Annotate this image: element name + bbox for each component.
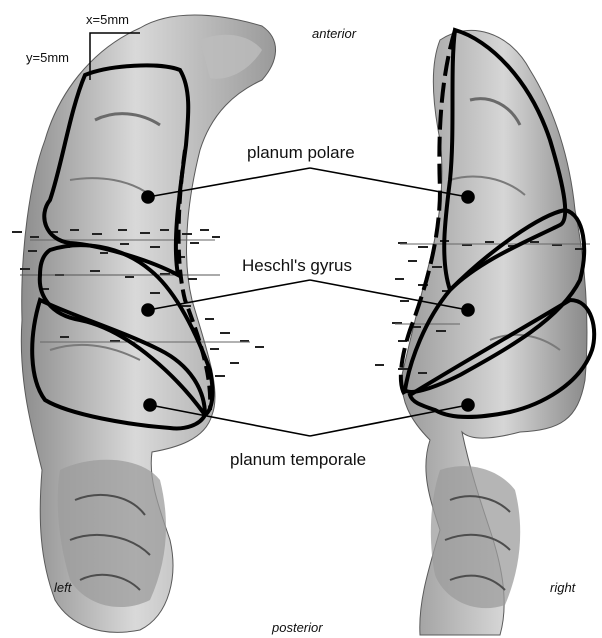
right-hemisphere-surface bbox=[402, 30, 587, 635]
right-planum-polare-dot bbox=[462, 191, 474, 203]
left-planum-polare-dot bbox=[142, 191, 154, 203]
planum-polare-label: planum polare bbox=[247, 143, 355, 162]
right-planum-temporale-dot bbox=[462, 399, 474, 411]
left-heschls-gyrus-dot bbox=[142, 304, 154, 316]
scale-x-label: x=5mm bbox=[86, 12, 129, 27]
scale-y-label: y=5mm bbox=[26, 50, 69, 65]
planum-temporale-label: planum temporale bbox=[230, 450, 366, 469]
left-label: left bbox=[54, 580, 73, 595]
anterior-label: anterior bbox=[312, 26, 357, 41]
right-heschls-gyrus-dot bbox=[462, 304, 474, 316]
left-planum-temporale-dot bbox=[144, 399, 156, 411]
heschls-gyrus-label: Heschl's gyrus bbox=[242, 256, 352, 275]
right-label: right bbox=[550, 580, 577, 595]
left-hemisphere-surface bbox=[21, 15, 275, 632]
posterior-label: posterior bbox=[271, 620, 323, 635]
